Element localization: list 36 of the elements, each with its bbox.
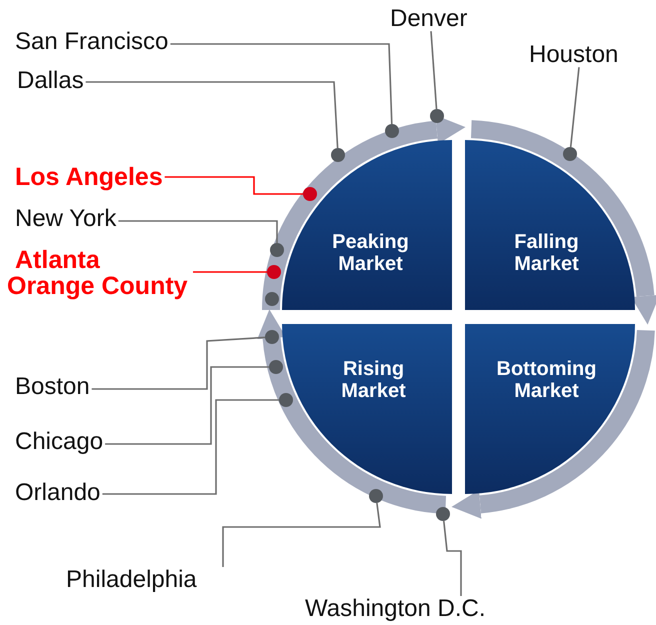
marker-dot: [385, 124, 399, 138]
marker-dot: [436, 507, 450, 521]
city-label: Denver: [390, 6, 468, 32]
city-label: Houston: [529, 42, 618, 68]
marker-dot: [369, 489, 383, 503]
cycle-arrow: [470, 120, 656, 324]
city-label: Washington D.C.: [305, 596, 486, 622]
leader-line: [443, 520, 462, 596]
city-label: San Francisco: [15, 29, 168, 54]
quadrant-label: Falling Market: [513, 231, 580, 276]
leader-line: [170, 43, 393, 124]
city-label: Boston: [15, 374, 90, 400]
city-label: Philadelphia: [66, 567, 197, 592]
city-label: Atlanta Orange County: [7, 247, 191, 300]
city-label: New York: [15, 206, 116, 232]
quadrant-label: Peaking Market: [331, 231, 410, 276]
leader-line: [86, 81, 338, 148]
leader-line: [118, 220, 278, 243]
leader-line: [92, 336, 266, 390]
city-label: Dallas: [17, 68, 84, 94]
leader-line: [430, 31, 438, 110]
quadrant-label: Bottoming Market: [496, 358, 598, 403]
leader-line: [102, 399, 279, 495]
cycle-arrow: [257, 310, 447, 514]
leader-line: [222, 502, 381, 567]
leader-line: [164, 176, 303, 195]
marker-dot: [430, 109, 444, 123]
city-label: Chicago: [15, 429, 104, 454]
leader-line: [570, 67, 580, 148]
city-label: Orlando: [15, 480, 100, 506]
leader-line: [105, 366, 269, 445]
quadrant-label: Rising Market: [340, 358, 407, 403]
city-label: Los Angeles: [15, 164, 163, 190]
leader-line: [193, 271, 267, 273]
cycle-arrow: [452, 329, 655, 519]
marker-dot: [270, 243, 284, 257]
